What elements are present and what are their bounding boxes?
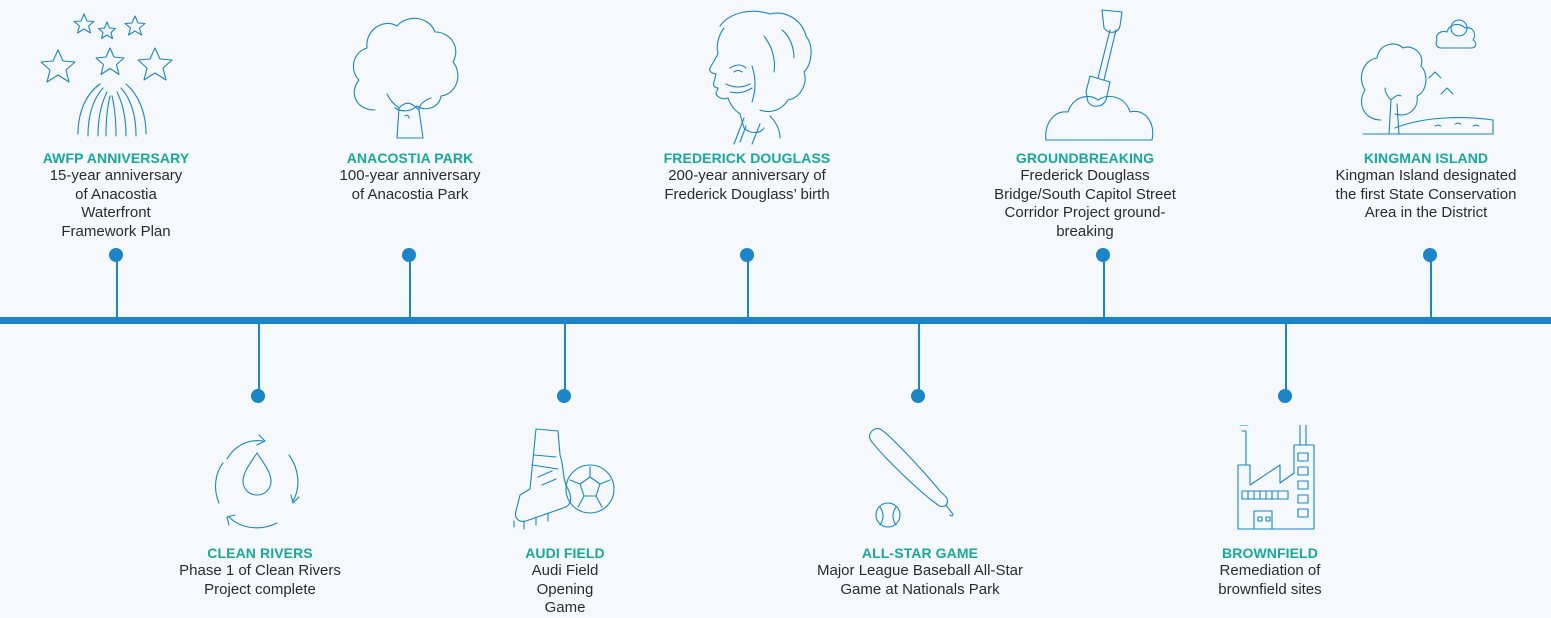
event-brownfield: BROWNFIELD Remediation of brownfield sit… [1180, 545, 1360, 599]
event-kingman-island: KINGMAN ISLAND Kingman Island designated… [1326, 150, 1526, 223]
timeline-dot [1278, 389, 1292, 403]
event-all-star-game: ALL-STAR GAME Major League Baseball All-… [800, 545, 1040, 599]
shovel-icon [1040, 8, 1160, 148]
event-title: FREDERICK DOUGLASS [663, 150, 831, 166]
timeline-dot [251, 389, 265, 403]
timeline-stem [1430, 255, 1432, 319]
event-title: ANACOSTIA PARK [346, 150, 474, 166]
timeline-dot [1096, 248, 1110, 262]
baseball-bat-icon [866, 425, 976, 540]
soccer-cleat-ball-icon [508, 425, 623, 540]
timeline-stem [1103, 255, 1105, 319]
event-description: Remediation of brownfield sites [1218, 562, 1322, 598]
event-title: BROWNFIELD [1222, 545, 1318, 561]
timeline-stem [258, 322, 260, 395]
water-cycle-icon [205, 425, 310, 540]
event-description: 15-year anniversary of Anacostia Waterfr… [49, 167, 183, 240]
event-awfp-anniversary: AWFP ANNIVERSARY 15-year anniversary of … [16, 150, 216, 241]
timeline-bar [0, 317, 1551, 324]
event-description: Audi Field Opening Game [531, 562, 599, 616]
event-title: AUDI FIELD [525, 545, 605, 561]
timeline-stem [1285, 322, 1287, 395]
event-anacostia-park: ANACOSTIA PARK 100-year anniversary of A… [310, 150, 510, 204]
fireworks-icon [40, 12, 185, 142]
timeline-dot [557, 389, 571, 403]
timeline-dot [109, 248, 123, 262]
frederick-douglass-portrait-icon [690, 6, 820, 146]
event-description: Major League Baseball All-Star Game at N… [817, 562, 1023, 598]
timeline-stem [409, 255, 411, 319]
event-groundbreaking: GROUNDBREAKING Frederick Douglass Bridge… [980, 150, 1190, 241]
event-description: 100-year anniversary of Anacostia Park [339, 167, 481, 203]
event-description: Kingman Island designated the first Stat… [1335, 167, 1517, 221]
timeline-dot [911, 389, 925, 403]
event-title: GROUNDBREAKING [1015, 150, 1155, 166]
event-clean-rivers: CLEAN RIVERS Phase 1 of Clean Rivers Pro… [160, 545, 360, 599]
event-description: Phase 1 of Clean Rivers Project complete [179, 562, 341, 598]
event-description: 200-year anniversary of Frederick Dougla… [664, 167, 830, 203]
island-landscape-icon [1355, 8, 1505, 148]
factory-icon [1228, 425, 1338, 540]
timeline-stem [747, 255, 749, 319]
timeline-dot [1423, 248, 1437, 262]
event-title: AWFP ANNIVERSARY [42, 150, 190, 166]
timeline-stem [918, 322, 920, 395]
event-title: CLEAN RIVERS [207, 545, 313, 561]
event-description: Frederick Douglass Bridge/South Capitol … [994, 167, 1176, 240]
event-audi-field: AUDI FIELD Audi Field Opening Game [475, 545, 655, 618]
tree-icon [345, 12, 465, 142]
timeline-stem [564, 322, 566, 395]
timeline-dot [402, 248, 416, 262]
event-title: ALL-STAR GAME [861, 545, 979, 561]
event-title: KINGMAN ISLAND [1363, 150, 1489, 166]
timeline-dot [740, 248, 754, 262]
event-frederick-douglass: FREDERICK DOUGLASS 200-year anniversary … [637, 150, 857, 204]
timeline-stem [116, 255, 118, 319]
